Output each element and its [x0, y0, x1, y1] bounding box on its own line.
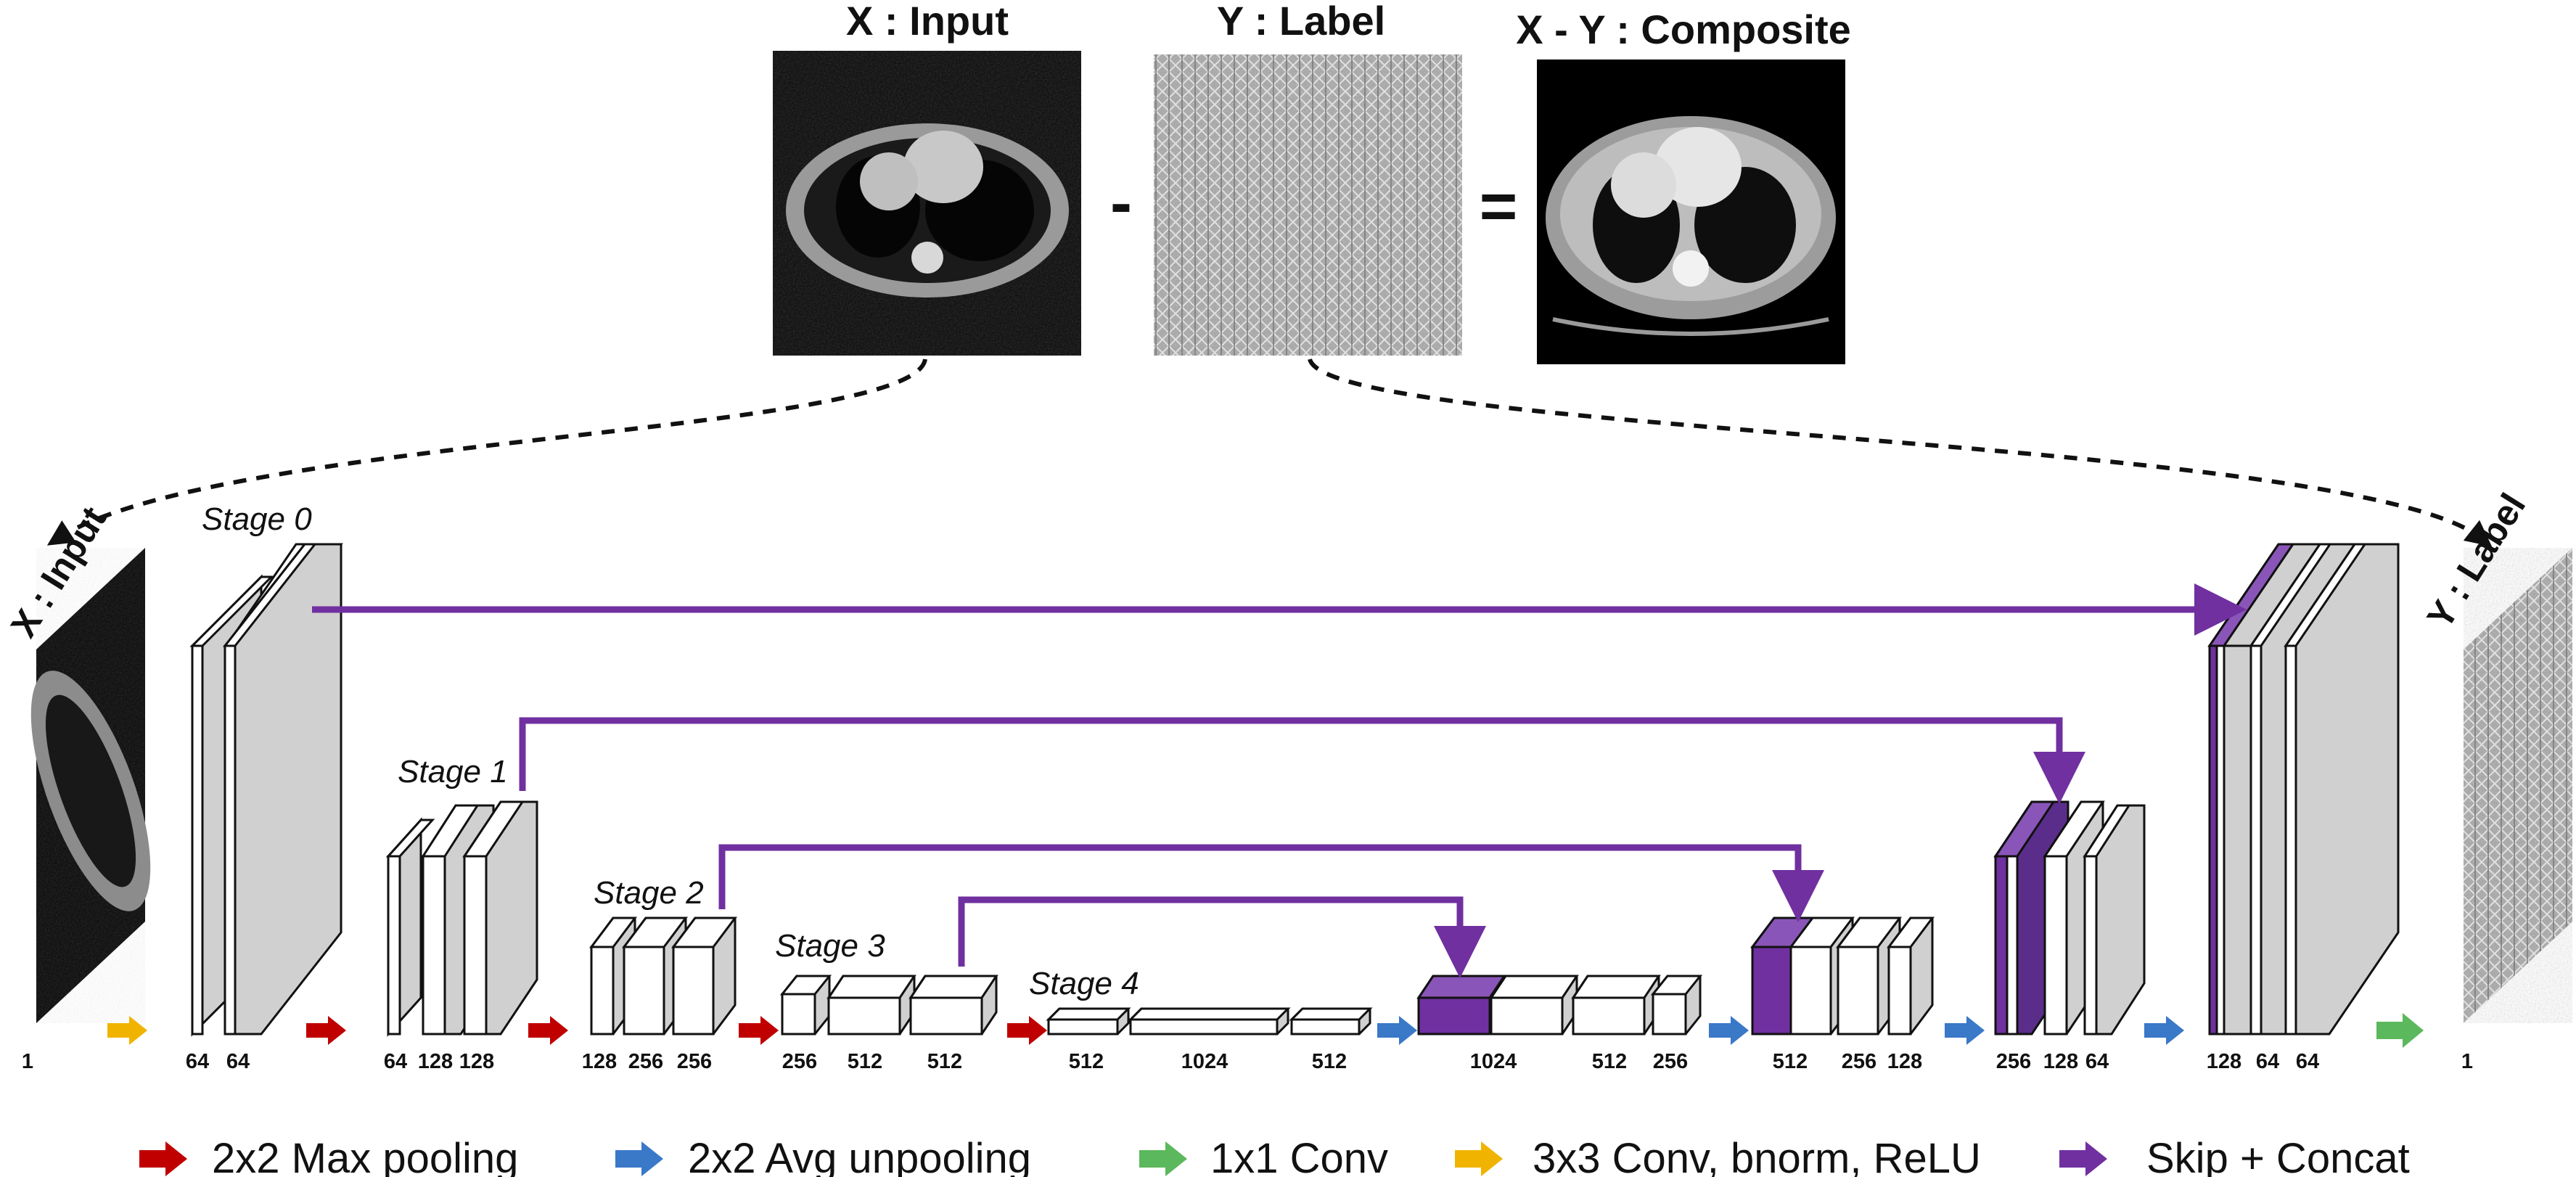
decoder-2-block: [1750, 916, 1935, 1035]
stage-2-label: Stage 2: [594, 875, 704, 911]
stage-0-label: Stage 0: [202, 501, 312, 537]
side-label-image: [2464, 548, 2572, 1023]
channel-labels: 1 64 64 64 128 128 128 256 256 256 512 5…: [22, 1050, 2473, 1073]
equals-sign: =: [1480, 171, 1518, 243]
legend-label-max-pooling: 2x2 Max pooling: [212, 1135, 518, 1177]
label-dashed-connector: [1308, 358, 2493, 547]
decoder-0-block: [2207, 543, 2400, 1035]
skip-connection-2: [718, 844, 1824, 922]
ch-d2c: 128: [1887, 1050, 1922, 1073]
minus-sign: -: [1110, 167, 1132, 239]
stage-3-label: Stage 3: [775, 928, 885, 964]
arrow-unpool-1: [1377, 1016, 1417, 1045]
composite-ct-image: [1537, 60, 1845, 364]
ch-d1a: 256: [1996, 1050, 2031, 1073]
stage-0-block: [189, 543, 343, 1037]
decoder-1-block: [1993, 800, 2146, 1035]
legend-item-avg-unpooling: 2x2 Avg unpooling: [615, 1135, 1031, 1177]
arrow-pool-2: [528, 1016, 568, 1045]
arrow-pool-3: [739, 1016, 779, 1045]
ch-d0c: 64: [2296, 1050, 2319, 1073]
stage-4-label: Stage 4: [1029, 966, 1139, 1001]
input-title: X : Input: [846, 0, 1009, 44]
legend-item-max-pooling: 2x2 Max pooling: [139, 1135, 518, 1177]
arrow-unpool-3: [1945, 1016, 1985, 1045]
ch-s4c: 512: [1312, 1050, 1347, 1073]
legend-item-1x1-conv: 1x1 Conv: [1139, 1135, 1388, 1177]
ch-d0b: 64: [2256, 1050, 2279, 1073]
arrow-pool-4: [1007, 1016, 1047, 1045]
stage-3-block: [779, 975, 998, 1035]
side-input-image: [30, 548, 151, 1023]
input-dashed-connector: [46, 358, 927, 546]
skip-connection-3: [958, 896, 1486, 978]
ch-d1b: 128: [2043, 1050, 2078, 1073]
arrow-pool-1: [306, 1016, 346, 1045]
skip-connection-1: [519, 717, 2085, 804]
stage-1-block: [385, 800, 538, 1037]
ch-d3c: 256: [1653, 1050, 1688, 1073]
ch-s3a: 256: [782, 1050, 817, 1073]
ch-s3c: 512: [927, 1050, 962, 1073]
ch-s4b: 1024: [1181, 1050, 1228, 1073]
decoder-3-block: [1416, 975, 1703, 1035]
label-artifact-image: [1154, 54, 1462, 356]
ch-s1a: 64: [384, 1050, 407, 1073]
arrow-conv1x1: [2376, 1013, 2424, 1048]
ch-in: 1: [22, 1050, 33, 1073]
input-ct-image: [773, 51, 1081, 356]
ch-s0a: 64: [186, 1050, 209, 1073]
composite-title: X - Y : Composite: [1516, 7, 1851, 52]
arrow-unpool-4: [2144, 1016, 2184, 1045]
legend-label-3x3-conv: 3x3 Conv, bnorm, ReLU: [1533, 1135, 1981, 1177]
ch-s1c: 128: [459, 1050, 494, 1073]
ch-out: 1: [2461, 1050, 2473, 1073]
stage-2-block: [589, 916, 737, 1035]
arrow-unpool-2: [1709, 1016, 1749, 1045]
ch-s1b: 128: [418, 1050, 453, 1073]
ch-d2a: 512: [1773, 1050, 1808, 1073]
legend-label-skip-concat: Skip + Concat: [2146, 1135, 2410, 1177]
ch-d2b: 256: [1842, 1050, 1876, 1073]
stage-1-label: Stage 1: [398, 754, 508, 790]
legend-item-3x3-conv: 3x3 Conv, bnorm, ReLU: [1455, 1135, 1981, 1177]
ch-d0a: 128: [2207, 1050, 2241, 1073]
ch-s4a: 512: [1069, 1050, 1104, 1073]
legend-item-skip-concat: Skip + Concat: [2059, 1135, 2410, 1177]
ch-d3a: 1024: [1470, 1050, 1517, 1073]
arrow-conv3x3: [107, 1016, 147, 1045]
ch-s2c: 256: [677, 1050, 712, 1073]
ch-s2b: 256: [628, 1050, 663, 1073]
ch-s0b: 64: [226, 1050, 250, 1073]
ch-d1c: 64: [2085, 1050, 2109, 1073]
ch-s3b: 512: [848, 1050, 882, 1073]
ch-d3b: 512: [1592, 1050, 1627, 1073]
label-title: Y : Label: [1217, 0, 1385, 44]
ch-s2a: 128: [582, 1050, 617, 1073]
stage-4-block: [1046, 1007, 1373, 1035]
legend: 2x2 Max pooling 2x2 Avg unpooling 1x1 Co…: [139, 1135, 2410, 1177]
legend-label-avg-unpooling: 2x2 Avg unpooling: [688, 1135, 1031, 1177]
legend-label-1x1-conv: 1x1 Conv: [1210, 1135, 1388, 1177]
